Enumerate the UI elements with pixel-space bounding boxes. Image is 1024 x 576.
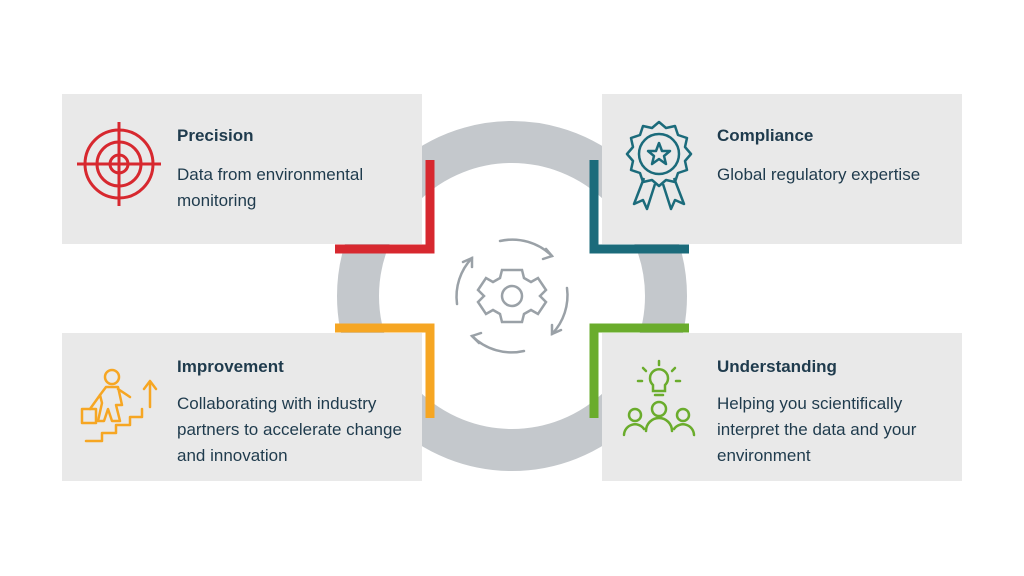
award-rosette-icon xyxy=(625,120,693,211)
team-lightbulb-icon xyxy=(622,359,696,437)
improvement-title: Improvement xyxy=(177,357,284,376)
target-icon xyxy=(77,122,161,206)
understanding-description: Helping you scientifically interpret the… xyxy=(717,394,917,465)
improvement-description: Collaborating with industry partners to … xyxy=(177,394,402,465)
ring-circle xyxy=(337,121,687,471)
compliance-accent-bracket xyxy=(589,160,689,254)
card-compliance: Compliance Global regulatory expertise xyxy=(602,94,962,244)
precision-description: Data from environmental monitoring xyxy=(177,165,364,210)
understanding-title: Understanding xyxy=(717,357,837,376)
compliance-description: Global regulatory expertise xyxy=(717,165,921,184)
climbing-stairs-icon xyxy=(80,368,158,443)
card-understanding: Understanding Helping you scientifically… xyxy=(602,333,962,481)
precision-title: Precision xyxy=(177,126,254,145)
improvement-accent-bracket xyxy=(335,323,435,418)
card-precision: Precision Data from environmental monito… xyxy=(62,94,422,244)
precision-accent-bracket xyxy=(335,160,435,254)
compliance-title: Compliance xyxy=(717,126,814,145)
gear-cycle-icon xyxy=(455,238,569,354)
card-improvement: Improvement Collaborating with industry … xyxy=(62,333,422,481)
understanding-accent-bracket xyxy=(589,323,689,418)
